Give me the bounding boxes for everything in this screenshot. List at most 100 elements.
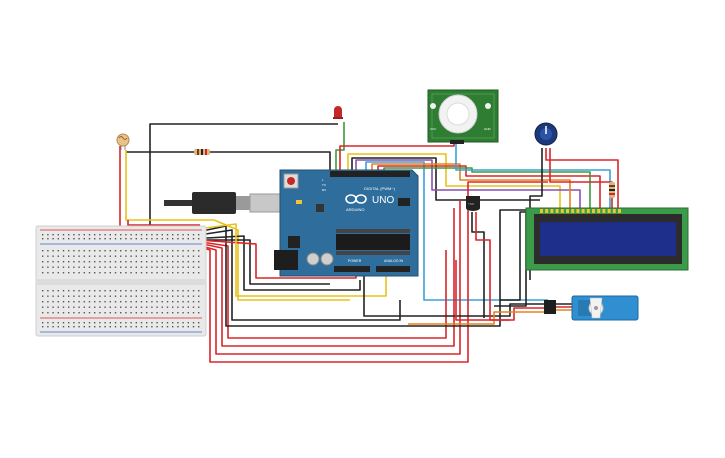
- breadboard-hole[interactable]: [78, 312, 80, 314]
- breadboard-hole[interactable]: [156, 301, 158, 303]
- breadboard-hole[interactable]: [88, 266, 91, 268]
- breadboard-hole[interactable]: [146, 261, 148, 263]
- breadboard-hole[interactable]: [47, 238, 49, 240]
- breadboard-hole[interactable]: [57, 234, 59, 236]
- breadboard-hole[interactable]: [109, 250, 111, 252]
- breadboard-hole[interactable]: [161, 290, 163, 292]
- breadboard-hole[interactable]: [73, 301, 75, 303]
- breadboard-hole[interactable]: [140, 306, 143, 308]
- breadboard-hole[interactable]: [182, 326, 184, 328]
- servo-motor[interactable]: [544, 295, 639, 321]
- breadboard-hole[interactable]: [42, 272, 44, 274]
- lcd-pin[interactable]: [586, 209, 590, 213]
- breadboard-hole[interactable]: [57, 322, 59, 324]
- lcd-pin[interactable]: [607, 209, 611, 213]
- breadboard-hole[interactable]: [88, 301, 91, 303]
- breadboard-hole[interactable]: [104, 272, 106, 274]
- breadboard-hole[interactable]: [99, 326, 101, 328]
- breadboard-hole[interactable]: [73, 266, 75, 268]
- breadboard-hole[interactable]: [99, 238, 101, 240]
- breadboard-hole[interactable]: [192, 295, 195, 297]
- breadboard-hole[interactable]: [146, 301, 148, 303]
- breadboard-hole[interactable]: [146, 250, 148, 252]
- breadboard-hole[interactable]: [52, 306, 54, 308]
- breadboard-hole[interactable]: [42, 238, 44, 240]
- breadboard-hole[interactable]: [140, 295, 143, 297]
- lcd-pin[interactable]: [555, 209, 559, 213]
- breadboard-hole[interactable]: [198, 301, 200, 303]
- breadboard-hole[interactable]: [114, 250, 117, 252]
- breadboard-hole[interactable]: [156, 266, 158, 268]
- breadboard-hole[interactable]: [104, 326, 106, 328]
- breadboard-hole[interactable]: [73, 295, 75, 297]
- breadboard-hole[interactable]: [172, 266, 174, 268]
- breadboard-hole[interactable]: [187, 238, 189, 240]
- breadboard-hole[interactable]: [78, 326, 80, 328]
- breadboard-hole[interactable]: [192, 272, 195, 274]
- breadboard-hole[interactable]: [187, 290, 189, 292]
- breadboard-hole[interactable]: [94, 255, 96, 257]
- breadboard-hole[interactable]: [99, 306, 101, 308]
- breadboard-hole[interactable]: [156, 255, 158, 257]
- breadboard-hole[interactable]: [156, 272, 158, 274]
- breadboard-hole[interactable]: [62, 312, 65, 314]
- breadboard-hole[interactable]: [94, 266, 96, 268]
- breadboard-hole[interactable]: [198, 322, 200, 324]
- breadboard-hole[interactable]: [177, 238, 179, 240]
- breadboard-hole[interactable]: [130, 261, 132, 263]
- breadboard-hole[interactable]: [161, 255, 163, 257]
- lcd-pin[interactable]: [560, 209, 564, 213]
- breadboard-hole[interactable]: [73, 234, 75, 236]
- breadboard-hole[interactable]: [52, 238, 54, 240]
- breadboard-hole[interactable]: [198, 261, 200, 263]
- breadboard-hole[interactable]: [140, 250, 143, 252]
- breadboard-hole[interactable]: [42, 312, 44, 314]
- breadboard-hole[interactable]: [42, 306, 44, 308]
- breadboard-hole[interactable]: [57, 266, 59, 268]
- breadboard-hole[interactable]: [130, 322, 132, 324]
- breadboard-hole[interactable]: [135, 290, 137, 292]
- breadboard-hole[interactable]: [47, 322, 49, 324]
- breadboard-hole[interactable]: [68, 261, 70, 263]
- breadboard-hole[interactable]: [99, 301, 101, 303]
- breadboard-hole[interactable]: [192, 306, 195, 308]
- breadboard-hole[interactable]: [146, 306, 148, 308]
- breadboard-hole[interactable]: [166, 266, 169, 268]
- breadboard-hole[interactable]: [187, 295, 189, 297]
- breadboard-hole[interactable]: [73, 322, 75, 324]
- wire-servo-orange[interactable]: [408, 311, 548, 325]
- wire-header-blue[interactable]: [365, 161, 548, 301]
- breadboard-hole[interactable]: [135, 255, 137, 257]
- breadboard-hole[interactable]: [120, 301, 122, 303]
- breadboard-hole[interactable]: [94, 295, 96, 297]
- breadboard-hole[interactable]: [120, 234, 122, 236]
- breadboard-hole[interactable]: [57, 250, 59, 252]
- breadboard-hole[interactable]: [47, 290, 49, 292]
- breadboard-hole[interactable]: [78, 322, 80, 324]
- resistor[interactable]: [609, 182, 615, 198]
- breadboard-hole[interactable]: [109, 290, 111, 292]
- breadboard-hole[interactable]: [78, 301, 80, 303]
- breadboard-hole[interactable]: [109, 306, 111, 308]
- breadboard-hole[interactable]: [172, 234, 174, 236]
- breadboard-hole[interactable]: [57, 301, 59, 303]
- breadboard-hole[interactable]: [182, 255, 184, 257]
- breadboard-hole[interactable]: [135, 261, 137, 263]
- breadboard-hole[interactable]: [187, 322, 189, 324]
- breadboard-hole[interactable]: [47, 255, 49, 257]
- breadboard-hole[interactable]: [68, 301, 70, 303]
- breadboard-hole[interactable]: [187, 250, 189, 252]
- photoresistor[interactable]: [116, 133, 130, 150]
- breadboard-hole[interactable]: [177, 301, 179, 303]
- breadboard-hole[interactable]: [125, 238, 127, 240]
- breadboard-hole[interactable]: [166, 272, 169, 274]
- breadboard-hole[interactable]: [88, 295, 91, 297]
- breadboard-hole[interactable]: [125, 266, 127, 268]
- breadboard-hole[interactable]: [99, 322, 101, 324]
- breadboard-hole[interactable]: [42, 290, 44, 292]
- breadboard-hole[interactable]: [125, 295, 127, 297]
- breadboard-hole[interactable]: [125, 301, 127, 303]
- breadboard-hole[interactable]: [47, 272, 49, 274]
- breadboard-hole[interactable]: [68, 290, 70, 292]
- pir-motion-sensor[interactable]: VCC GND: [427, 89, 499, 144]
